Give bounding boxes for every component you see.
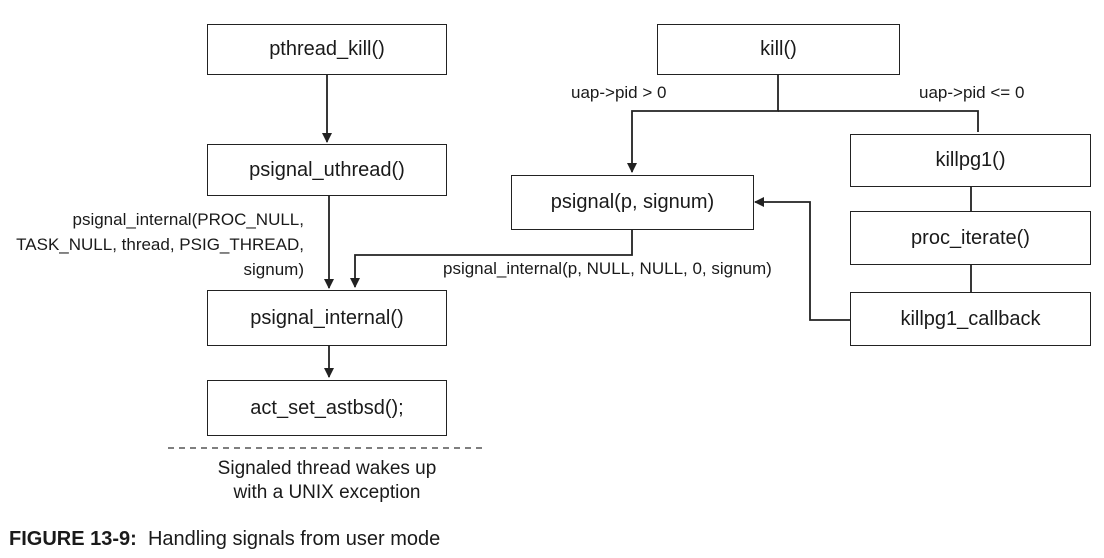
edge-label-uthread-call-line: signum) [243,260,304,279]
edge-psignal-to-psignal-internal [350,230,633,288]
figure-caption-label: FIGURE 13-9: [9,528,137,550]
node-killpg1-label: killpg1() [935,149,1006,171]
node-psignal-label: psignal(p, signum) [550,191,715,213]
wakeup-note: Signaled thread wakes up with a UNIX exc… [168,457,486,505]
edge-kill-to-killpg1 [778,110,979,132]
wakeup-note-line: with a UNIX exception [233,482,421,503]
figure-caption-text: Handling signals from user mode [147,528,441,550]
node-psignal-internal-label: psignal_internal() [250,306,404,329]
node-act-set-astbsd: act_set_astbsd(); [207,380,447,436]
edge-kill-branch [627,74,779,173]
edge-label-uthread-call-line: psignal_internal(PROC_NULL, [72,210,304,229]
node-kill-label: kill() [760,38,797,60]
edge-label-pid-gt-zero: uap->pid > 0 [571,83,667,102]
node-killpg1-callback: killpg1_callback [850,292,1091,346]
edge-label-psignal-call: psignal_internal(p, NULL, NULL, 0, signu… [443,259,772,278]
node-psignal-uthread-label: psignal_uthread() [249,158,405,181]
node-act-set-astbsd-label: act_set_astbsd(); [250,396,404,419]
wakeup-note-line: Signaled thread wakes up [217,458,437,479]
edge-label-pid-le-zero: uap->pid <= 0 [919,83,1025,102]
node-killpg1-callback-label: killpg1_callback [900,307,1041,330]
figure-caption: FIGURE 13-9: Handling signals from user … [9,528,440,551]
node-kill: kill() [657,24,900,75]
node-psignal-internal: psignal_internal() [207,290,447,346]
node-killpg1: killpg1() [850,134,1091,187]
node-pthread-kill: pthread_kill() [207,24,447,75]
node-pthread-kill-label: pthread_kill() [269,38,385,60]
edge-callback-to-psignal [754,197,850,321]
node-proc-iterate-label: proc_iterate() [911,226,1030,249]
node-psignal: psignal(p, signum) [511,175,754,230]
node-proc-iterate: proc_iterate() [850,211,1091,265]
edge-label-uthread-call-line: TASK_NULL, thread, PSIG_THREAD, [16,235,304,254]
edge-label-uthread-call: psignal_internal(PROC_NULL, TASK_NULL, t… [4,207,304,282]
node-psignal-uthread: psignal_uthread() [207,144,447,196]
